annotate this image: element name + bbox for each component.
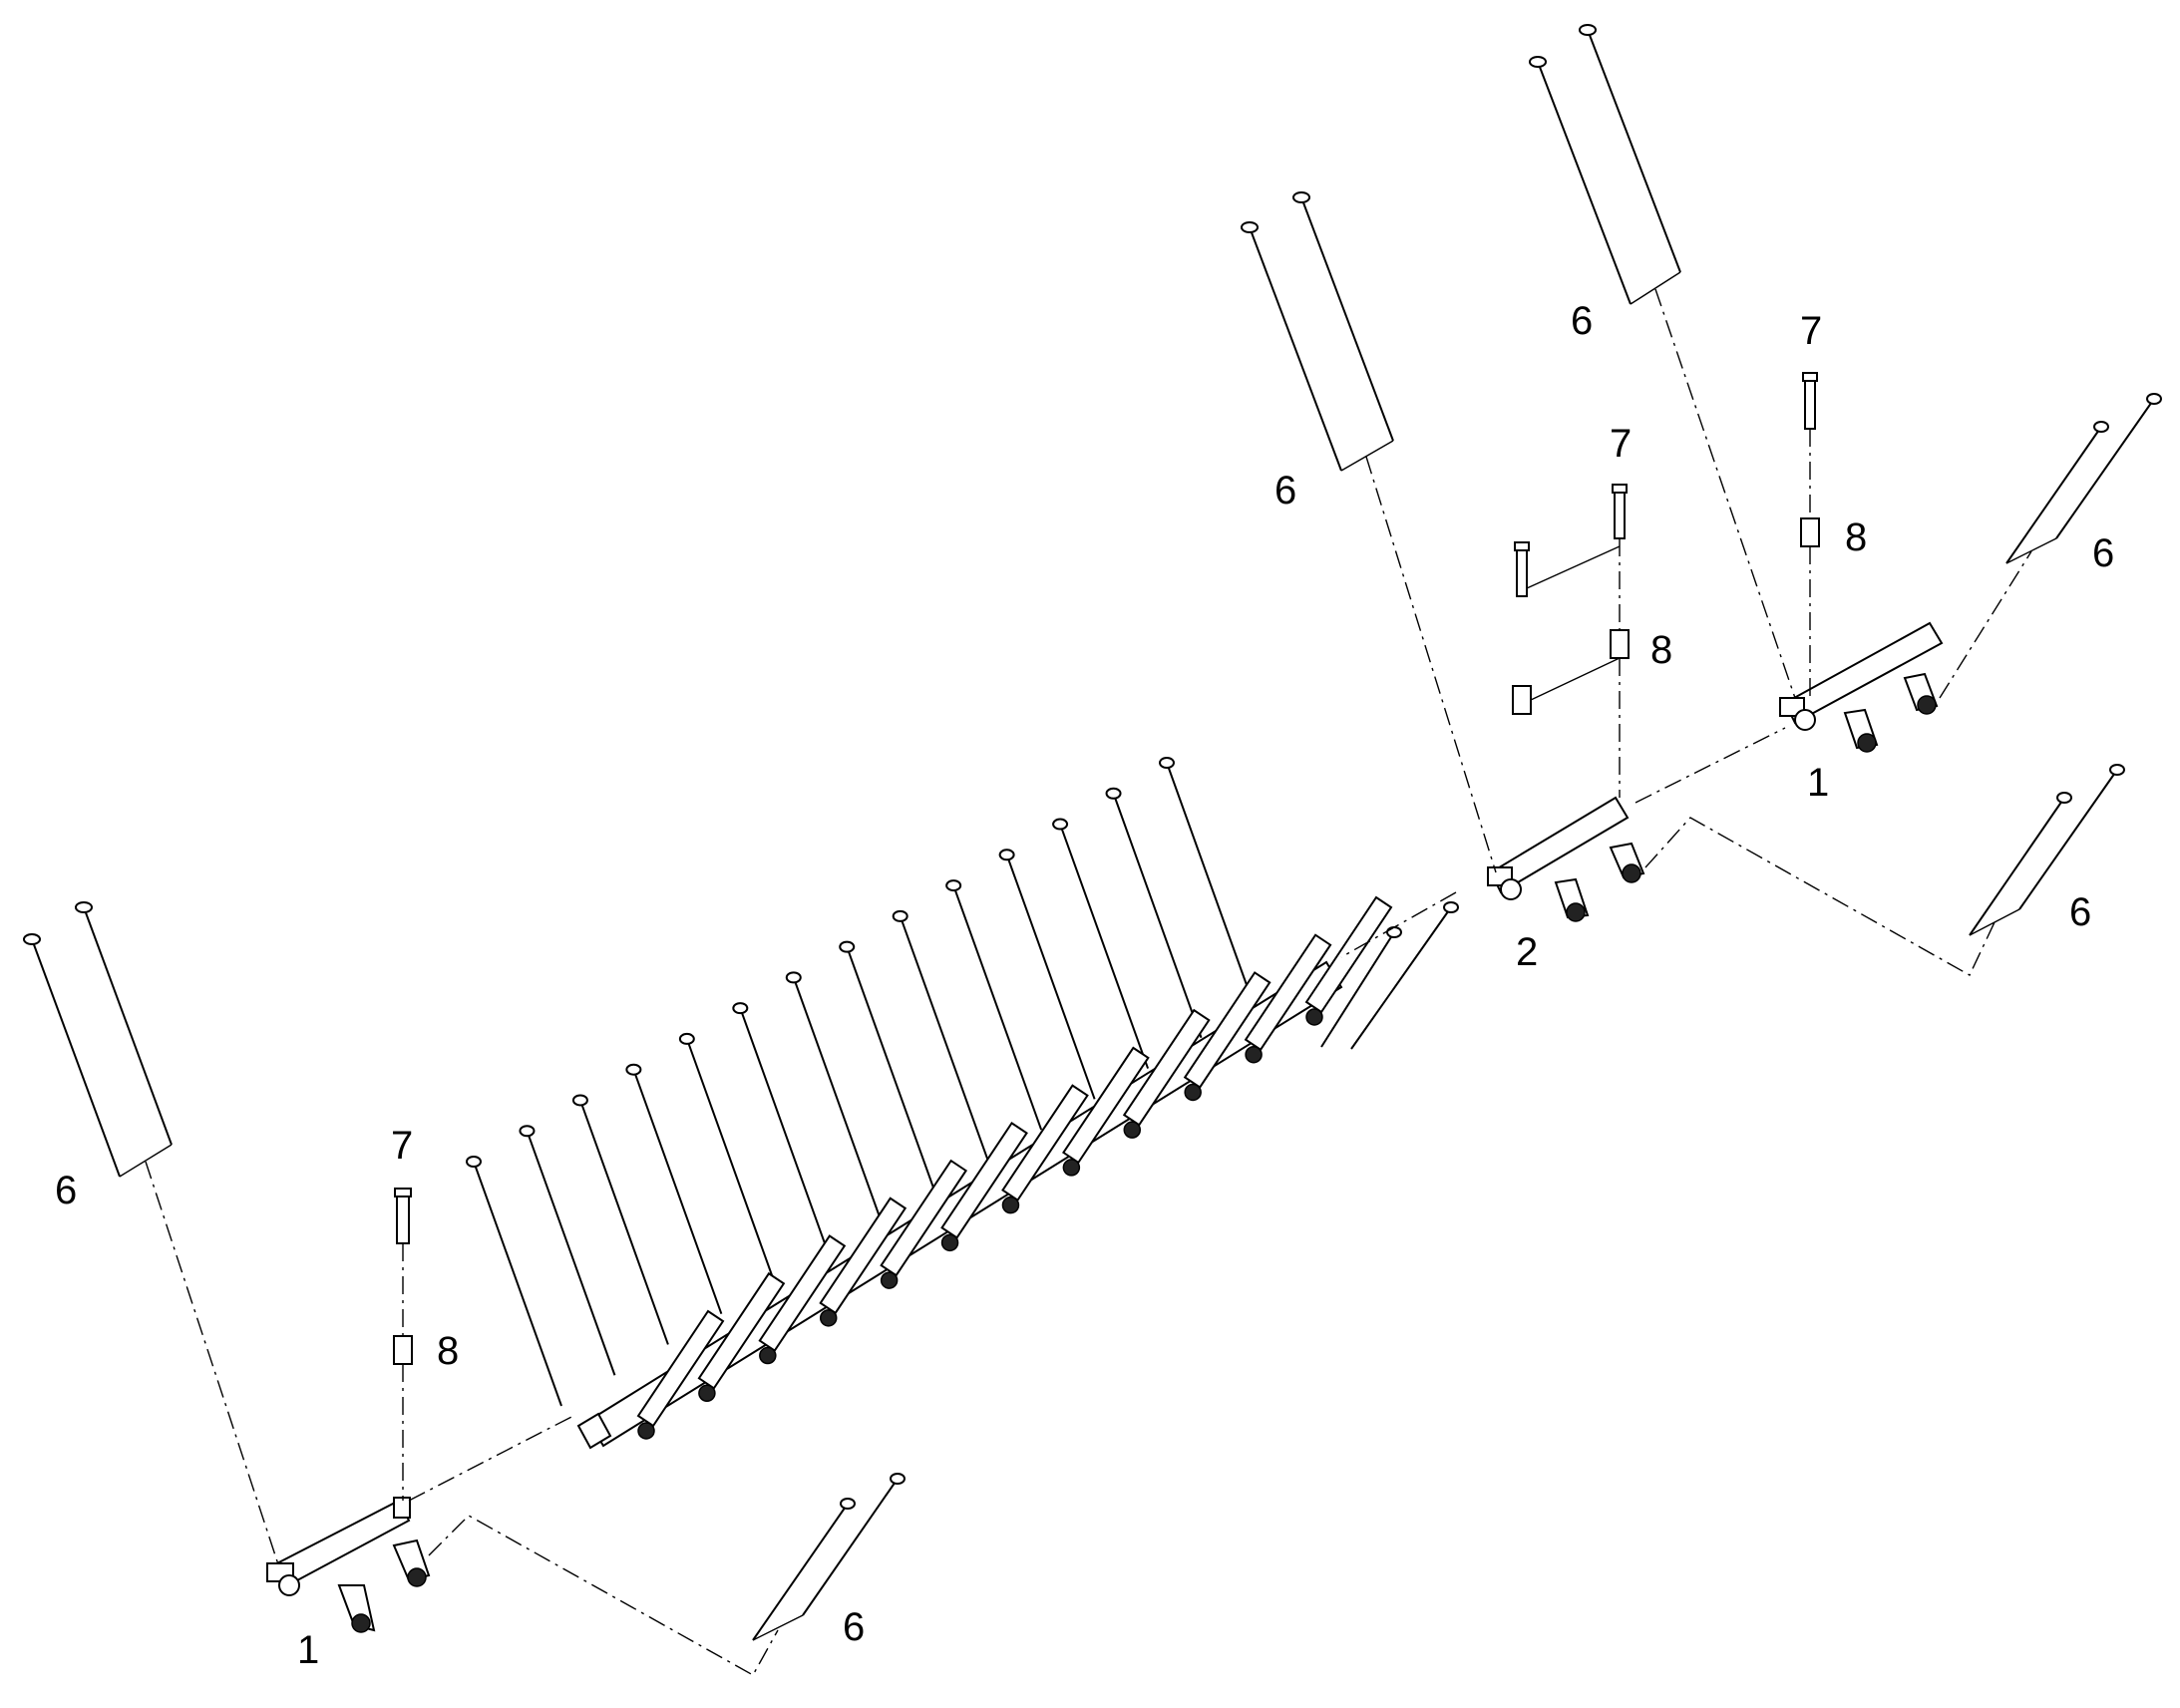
rocker-arm-pad [1123, 1121, 1142, 1139]
rocker-arm-pad [819, 1309, 838, 1327]
callout-6-left-lower: 6 [843, 1605, 865, 1649]
callout-6-middle-upper: 6 [1274, 469, 1296, 512]
bolt-right [1802, 372, 1818, 430]
pushrod [473, 1161, 562, 1407]
pushrod [578, 1100, 669, 1345]
bolt-pair-middle [1514, 484, 1628, 597]
spacer-pair-middle [1512, 629, 1630, 715]
callout-7-left: 7 [391, 1124, 413, 1168]
central-rocker-arms [636, 895, 1393, 1440]
callout-8-right: 8 [1845, 515, 1867, 559]
rocker-arm-pad [698, 1384, 716, 1403]
assembly-leader-lines [145, 288, 2032, 1676]
pushrod-cap [1105, 787, 1122, 800]
pushrod-cap [998, 849, 1015, 861]
pushrod [1112, 793, 1203, 1039]
callout-7-middle: 7 [1610, 422, 1632, 466]
callout-6-right-diagonal-upper: 6 [2092, 531, 2114, 575]
pushrod-cap [732, 1002, 749, 1015]
callout-1-right: 1 [1807, 761, 1829, 805]
pushrod-cap [519, 1125, 536, 1138]
pushrod-cap [678, 1032, 695, 1045]
pushrod-pair-right-diagonal-upper [2005, 393, 2162, 564]
rocker-arm-pad [1062, 1159, 1081, 1177]
pushrod-cap [892, 909, 908, 922]
rocker-assembly-right [1779, 621, 1944, 753]
pushrod-cap [466, 1156, 482, 1168]
rocker-arm-pad [940, 1233, 959, 1252]
rocker-arm-pad [1245, 1045, 1263, 1064]
rocker-arm-pad [637, 1422, 655, 1440]
pushrod-cap [1052, 818, 1069, 831]
rocker-arm-pad [1305, 1008, 1323, 1026]
pushrod-cap [1159, 757, 1175, 769]
pushrod-cap [571, 1094, 588, 1107]
callout-2-middle: 2 [1516, 930, 1538, 974]
callout-labels: 1 1 2 6 6 6 6 6 6 7 7 7 8 8 8 [55, 299, 2114, 1672]
callout-6-right-upper: 6 [1571, 299, 1593, 343]
bolt-left [394, 1188, 412, 1244]
pushrod-pair-left-upper [23, 901, 173, 1178]
pushrod-pair-middle-upper [1241, 191, 1394, 472]
central-pushrod-array [466, 757, 1256, 1407]
pushrod [632, 1069, 723, 1315]
pushrod-pair-right-upper [1529, 24, 1681, 305]
rocker-assembly-left [266, 1497, 431, 1633]
pushrod [1059, 824, 1150, 1069]
pushrod-cap [839, 940, 856, 953]
callout-8-middle: 8 [1650, 628, 1672, 672]
rocker-arm-pad [880, 1271, 899, 1289]
spacer-left [393, 1335, 413, 1365]
pushrod-cap [785, 971, 802, 984]
pushrod [685, 1038, 776, 1284]
rocker-arm-pad [759, 1346, 777, 1365]
callout-7-right: 7 [1800, 309, 1822, 353]
pushrod [846, 946, 936, 1192]
pushrod [952, 884, 1043, 1131]
callout-8-left: 8 [437, 1329, 459, 1373]
pushrod [739, 1007, 830, 1253]
pushrod [1166, 762, 1256, 1008]
pushrod [792, 977, 883, 1222]
pushrod-pair-right-diagonal-lower [1969, 764, 2125, 936]
callout-6-right-diagonal-lower: 6 [2069, 890, 2091, 934]
pushrod-cap [625, 1063, 642, 1076]
spacer-right [1800, 517, 1820, 547]
pushrod [1005, 854, 1096, 1100]
rocker-assembly-middle [1487, 796, 1645, 922]
pushrod-cap [945, 879, 962, 892]
callout-6-left-upper: 6 [55, 1169, 77, 1212]
pushrod-pair-left-lower [752, 1473, 906, 1641]
pushrod [526, 1130, 616, 1376]
pushrod [899, 915, 989, 1162]
callout-1-left: 1 [297, 1628, 319, 1672]
rocker-arm-pad [1184, 1083, 1202, 1102]
rocker-arm-pad [1001, 1196, 1020, 1214]
